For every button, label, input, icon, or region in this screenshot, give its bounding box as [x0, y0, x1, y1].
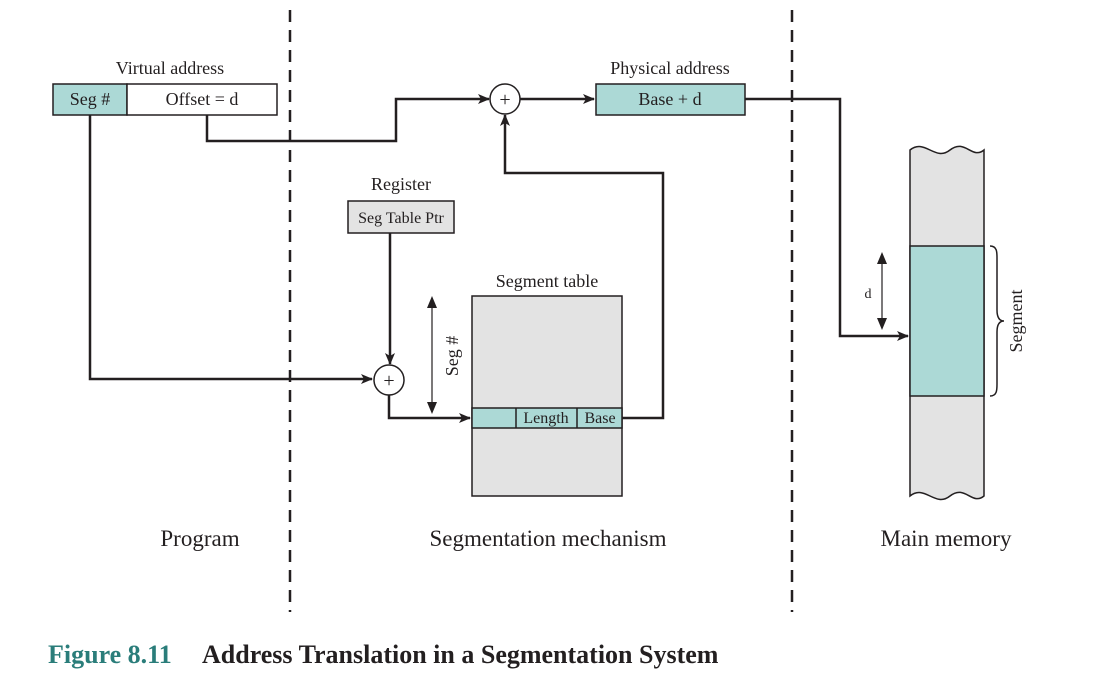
- physical-address-box: [595, 83, 746, 116]
- virtual-address-seg-text: Seg #: [70, 89, 111, 109]
- top-adder-symbol: +: [499, 89, 510, 111]
- seg-index-label: Seg #: [442, 336, 462, 377]
- region-mechanism-label: Segmentation mechanism: [430, 526, 667, 551]
- caption-title: Address Translation in a Segmentation Sy…: [202, 640, 719, 669]
- virtual-address-label: Virtual address: [116, 58, 224, 78]
- seg-index-arrow-up: [427, 296, 437, 308]
- virtual-address-offset-text: Offset = d: [166, 89, 239, 109]
- segment-table: [471, 295, 623, 497]
- offset-indicator-up: [877, 252, 887, 264]
- lower-adder-symbol: +: [383, 370, 394, 392]
- physical-address-label: Physical address: [610, 58, 729, 78]
- register-box: [347, 200, 455, 234]
- adder-to-entry-path: [387, 395, 471, 423]
- caption-number: Figure 8.11: [48, 640, 172, 669]
- entry-base-text: Base: [584, 410, 615, 427]
- offset-indicator-label: d: [865, 287, 872, 302]
- entry-length-text: Length: [523, 410, 568, 427]
- offset-path: [205, 94, 490, 143]
- register-text: Seg Table Ptr: [358, 210, 444, 227]
- physical-to-memory-path: [745, 97, 909, 341]
- physical-address-text: Base + d: [638, 89, 701, 109]
- base-to-adder-path: [500, 114, 665, 420]
- region-memory-label: Main memory: [881, 526, 1012, 551]
- segment-table-label: Segment table: [496, 271, 598, 291]
- seg-number-path: [88, 115, 373, 384]
- offset-indicator-down: [877, 318, 887, 330]
- seg-index-arrow-down: [427, 402, 437, 414]
- register-label: Register: [371, 174, 431, 194]
- region-program-label: Program: [160, 526, 239, 551]
- memory-segment-block: [909, 245, 985, 397]
- segment-label: Segment: [1006, 290, 1026, 353]
- segment-brace: [989, 245, 1005, 397]
- virtual-address-offset-field: [126, 83, 278, 116]
